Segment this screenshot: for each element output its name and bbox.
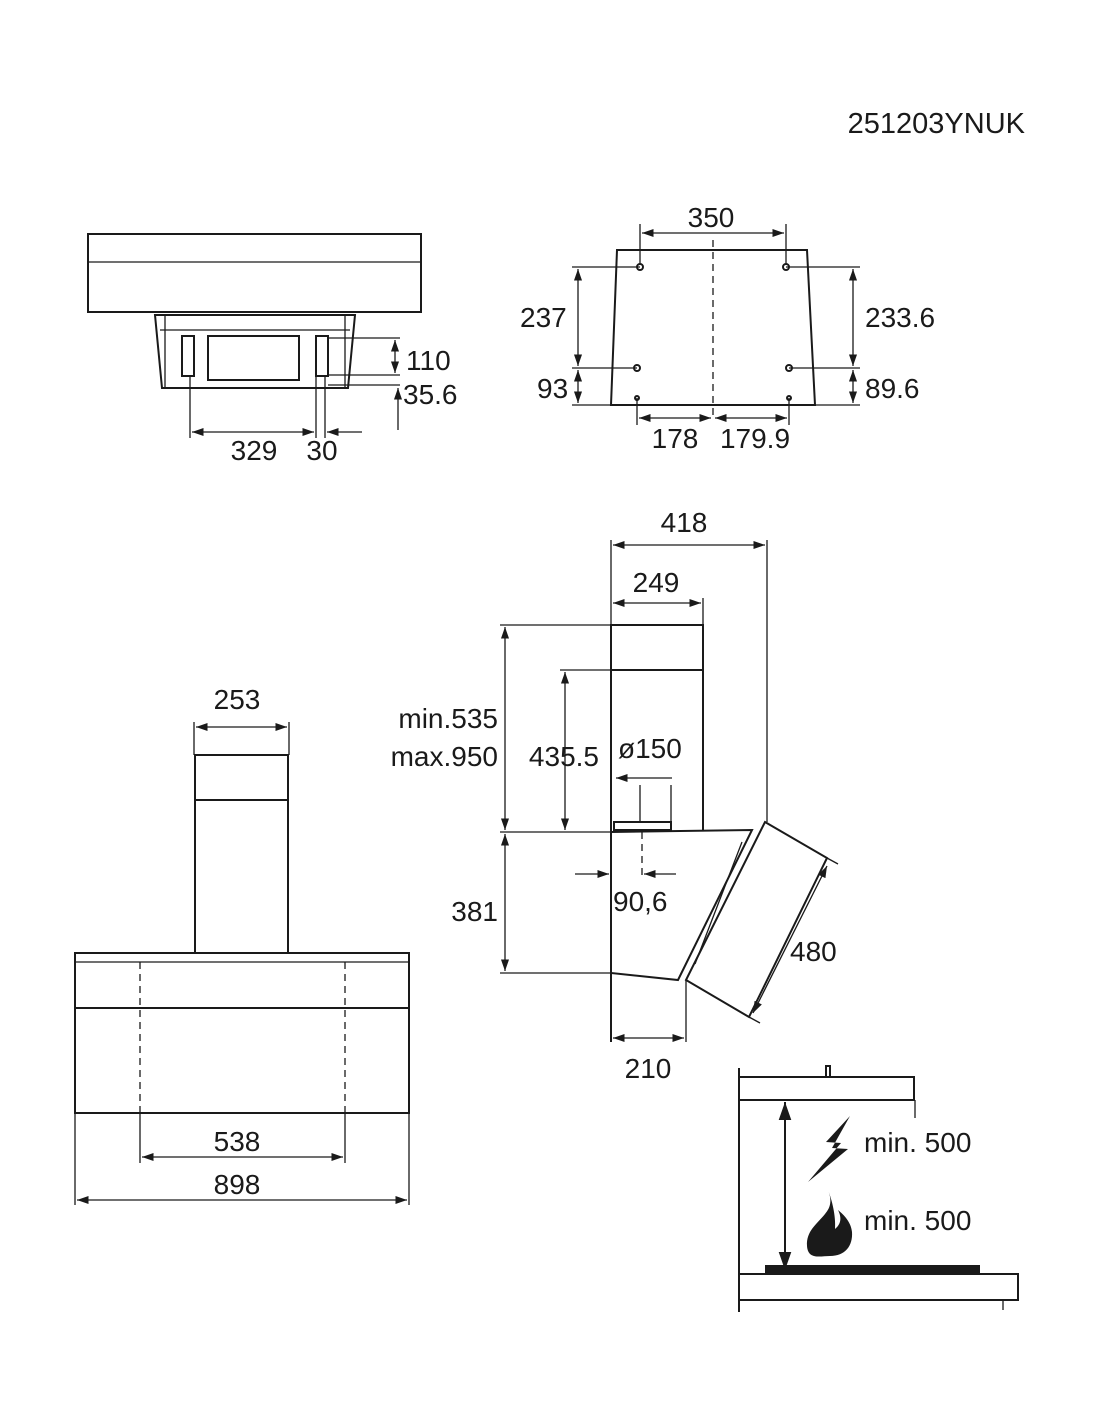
dim-93: 93	[537, 373, 568, 404]
dim-110: 110	[406, 345, 451, 376]
dim-89-6: 89.6	[865, 373, 920, 404]
dim-30: 30	[306, 435, 337, 466]
lightning-icon	[808, 1116, 850, 1182]
dim-210: 210	[625, 1053, 672, 1084]
flame-icon	[806, 1190, 853, 1257]
dim-35-6: 35.6	[403, 379, 458, 410]
clearance-diagram	[738, 1065, 1019, 1312]
dim-178: 178	[652, 423, 699, 454]
top-view	[87, 233, 422, 438]
dim-233-6: 233.6	[865, 302, 935, 333]
dim-480: 480	[790, 936, 837, 967]
side-view	[500, 540, 839, 1043]
dim-237: 237	[520, 302, 567, 333]
clearance-gas-label: min. 500	[864, 1205, 971, 1236]
dim-179-9: 179.9	[720, 423, 790, 454]
clearance-electric-label: min. 500	[864, 1127, 971, 1158]
dim-max-950: max.950	[391, 741, 498, 772]
dim-418: 418	[661, 507, 708, 538]
dim-435-5: 435.5	[529, 741, 599, 772]
dim-538: 538	[214, 1126, 261, 1157]
dim-898: 898	[214, 1169, 261, 1200]
dim-min-535: min.535	[398, 703, 498, 734]
bracket-view	[572, 224, 860, 425]
dim-381: 381	[451, 896, 498, 927]
dim-253: 253	[214, 684, 261, 715]
dim-249: 249	[633, 567, 680, 598]
dim-329: 329	[231, 435, 278, 466]
dim-90-6: 90,6	[613, 886, 668, 917]
dim-diameter-150: ø150	[618, 733, 682, 764]
dim-350: 350	[688, 202, 735, 233]
model-code: 251203YNUK	[848, 108, 1026, 140]
front-view	[74, 722, 410, 1205]
